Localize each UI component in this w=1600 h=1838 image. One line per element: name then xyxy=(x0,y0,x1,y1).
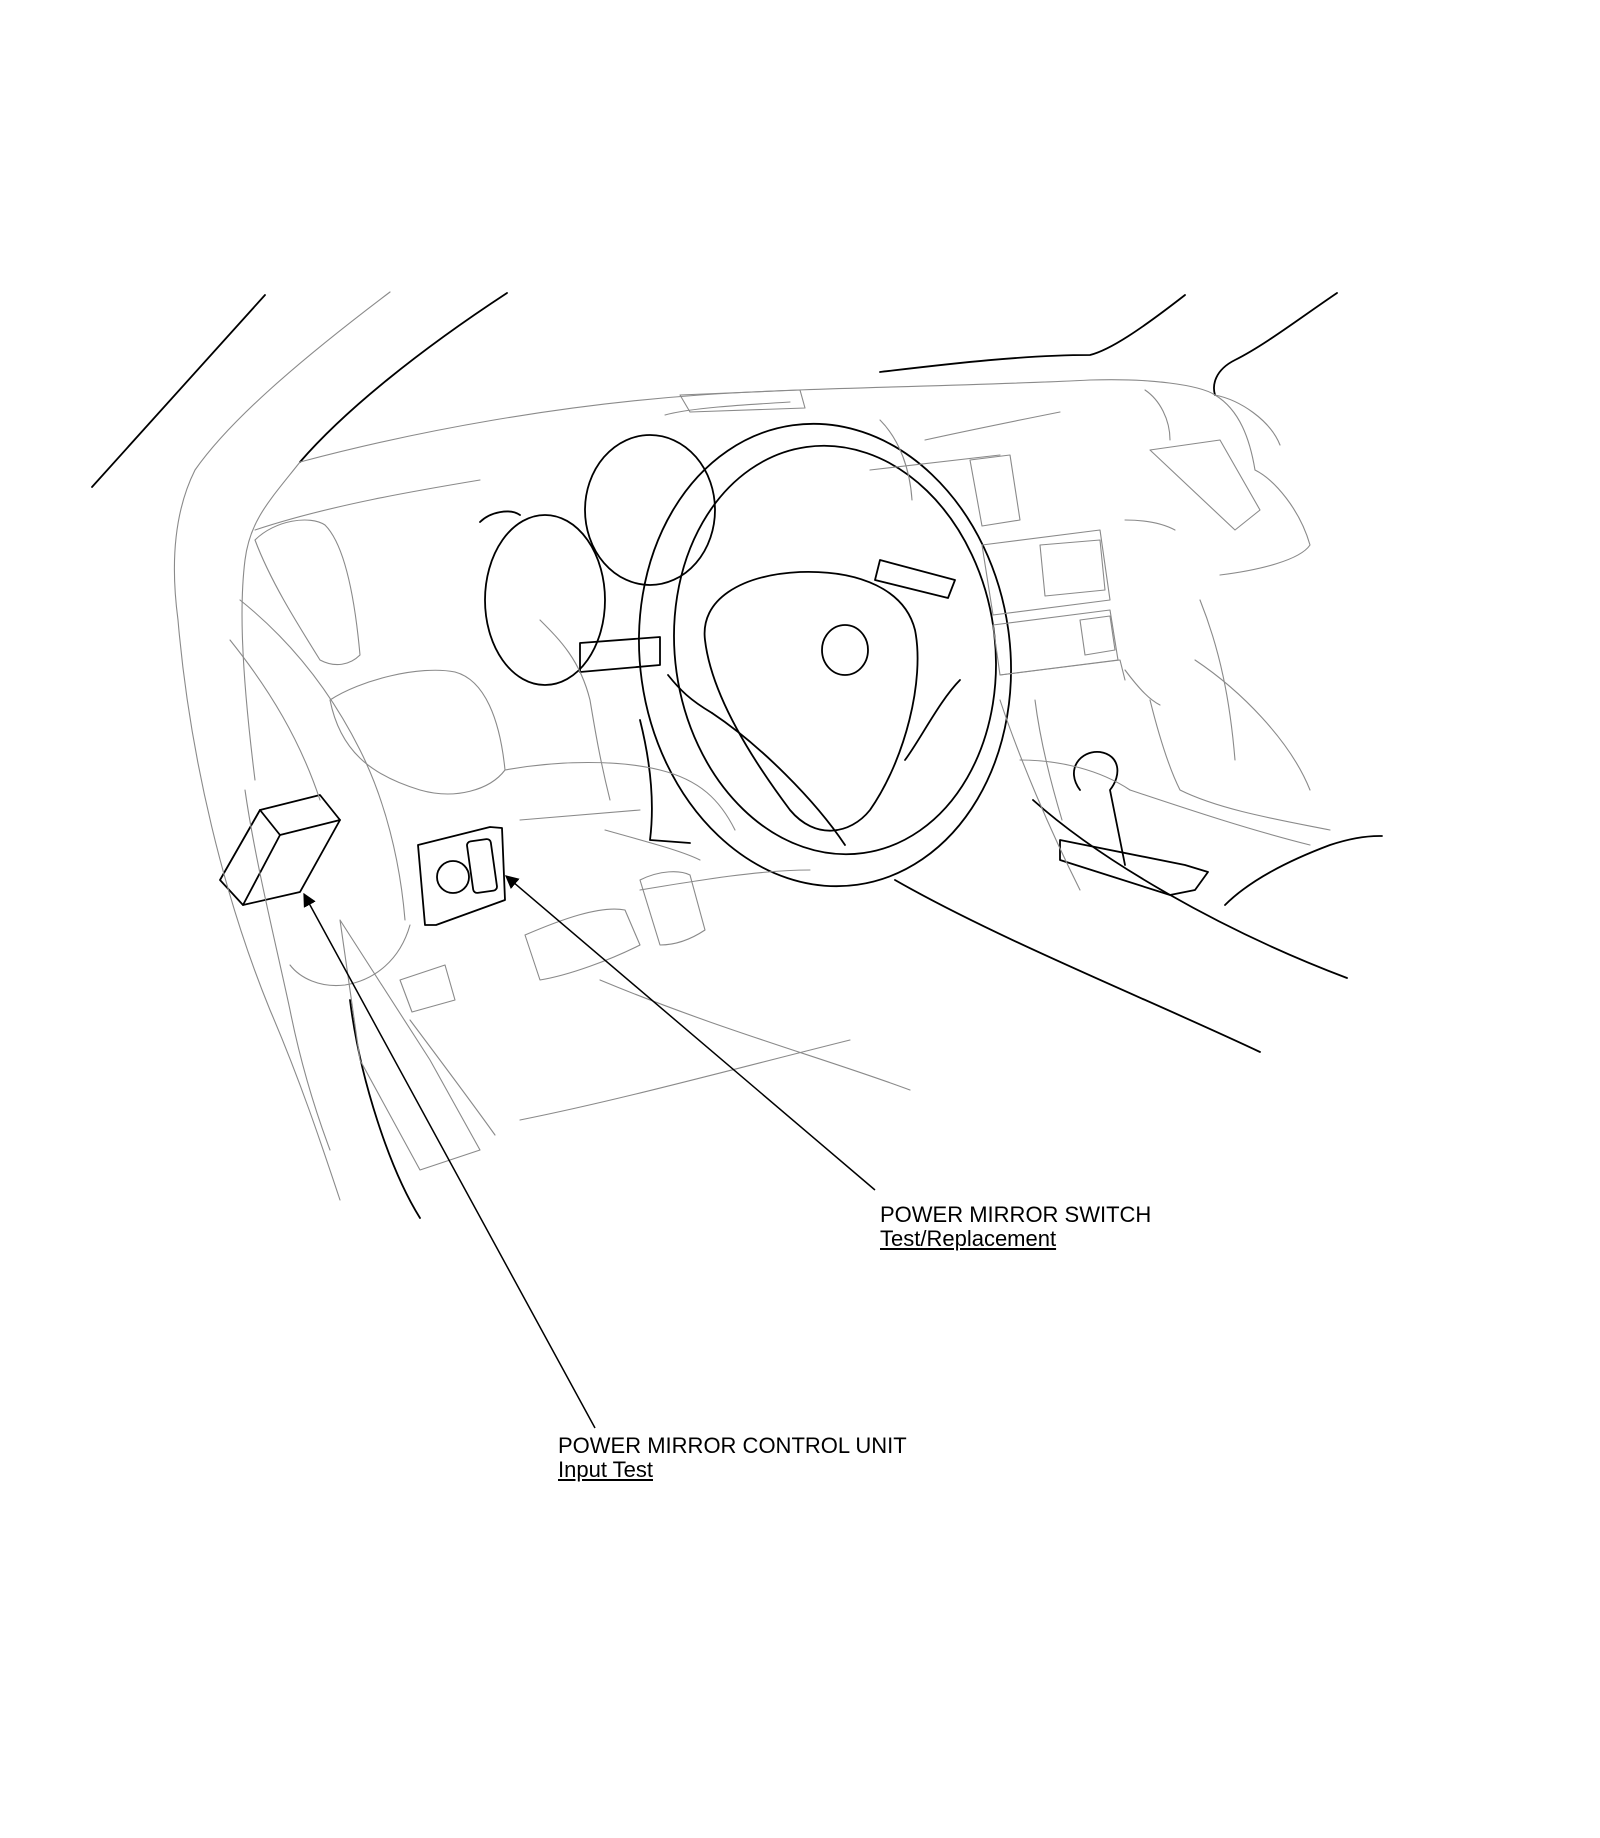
detail-strokes xyxy=(173,291,1331,1201)
mirror-switch-panel xyxy=(417,826,506,926)
callout-power-mirror-control-unit: POWER MIRROR CONTROL UNIT Input Test xyxy=(558,1434,907,1482)
leader-control-unit xyxy=(303,892,596,1429)
power-mirror-switch-label: POWER MIRROR SWITCH xyxy=(880,1202,1152,1227)
gauge-center xyxy=(584,434,716,586)
steering-wheel-inner xyxy=(673,444,997,856)
power-mirror-control-unit-label: POWER MIRROR CONTROL UNIT xyxy=(558,1433,907,1458)
power-mirror-switch-link[interactable]: Test/Replacement xyxy=(880,1226,1057,1251)
gauge-left xyxy=(484,514,606,686)
outline-strokes xyxy=(91,292,1383,1219)
steering-wheel-outer xyxy=(638,422,1012,888)
leader-mirror-switch xyxy=(504,875,876,1191)
leader-lines xyxy=(303,875,876,1429)
power-mirror-control-unit-link[interactable]: Input Test xyxy=(558,1457,653,1482)
control-unit-box xyxy=(219,794,341,906)
callout-power-mirror-switch: POWER MIRROR SWITCH Test/Replacement xyxy=(880,1203,1151,1251)
left-vent xyxy=(254,519,361,666)
